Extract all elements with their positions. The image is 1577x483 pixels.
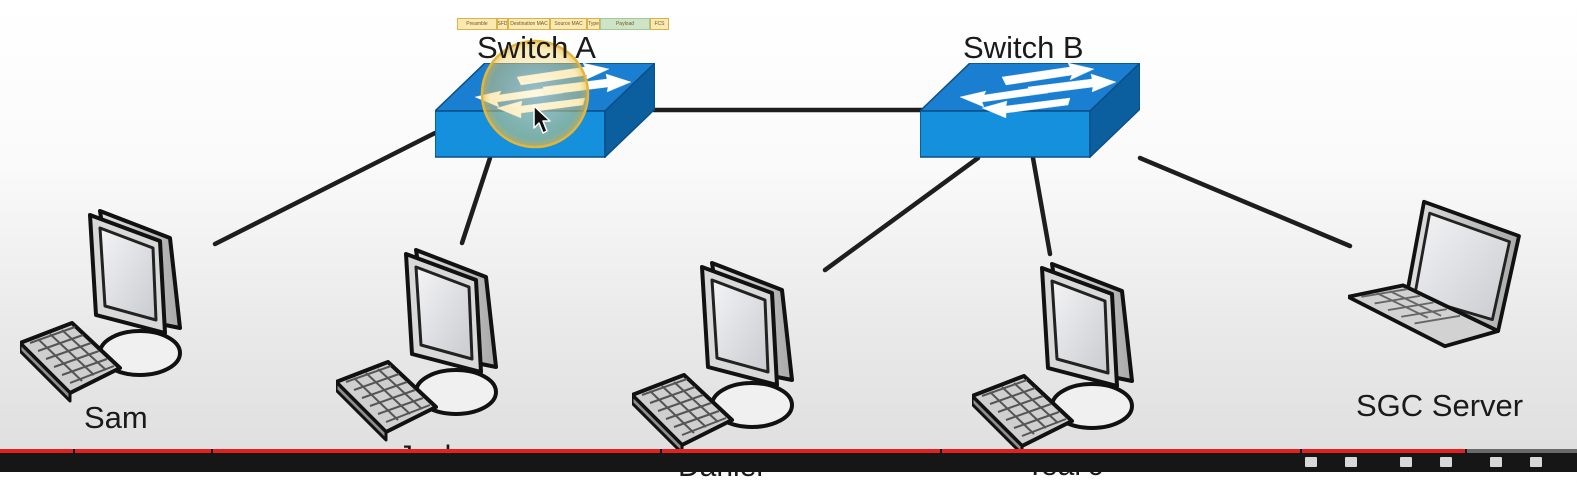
sgc-server-laptop-icon bbox=[1348, 199, 1521, 349]
switch-a-label: Switch A bbox=[477, 30, 596, 65]
frame-field-destination-mac: Destination MAC bbox=[508, 18, 550, 30]
chapter-marker bbox=[660, 449, 662, 453]
video-player-bar bbox=[0, 449, 1577, 472]
cable-jack-switch-a bbox=[459, 155, 493, 246]
cursor-highlight bbox=[480, 39, 590, 149]
tealc-desktop-icon bbox=[972, 262, 1134, 456]
chapter-marker bbox=[1465, 449, 1467, 453]
diagram-canvas bbox=[20, 39, 1521, 456]
switch-b-icon bbox=[920, 63, 1140, 158]
jack-desktop-icon bbox=[336, 248, 498, 442]
sam-label: Sam bbox=[84, 400, 148, 435]
sgc-server-label: SGC Server bbox=[1356, 388, 1524, 423]
settings-icon[interactable] bbox=[1345, 457, 1357, 467]
chapter-marker bbox=[73, 449, 75, 453]
frame-field-payload: Payload bbox=[600, 18, 650, 30]
frame-field-sfd: SFD bbox=[497, 18, 508, 30]
cable-daniel-switch-b bbox=[822, 155, 981, 273]
cable-tealc-switch-b bbox=[1030, 155, 1053, 257]
sam-desktop-icon bbox=[20, 209, 182, 403]
subtitles-icon[interactable] bbox=[1305, 457, 1317, 467]
miniplayer-icon[interactable] bbox=[1400, 457, 1412, 467]
switch-b-label: Switch B bbox=[963, 30, 1084, 65]
chapter-marker bbox=[940, 449, 942, 453]
progress-fill bbox=[0, 449, 1467, 453]
cast-icon[interactable] bbox=[1490, 457, 1502, 467]
progress-bar[interactable] bbox=[0, 449, 1577, 453]
frame-field-fcs: FCS bbox=[650, 18, 669, 30]
theater-mode-icon[interactable] bbox=[1440, 457, 1452, 467]
network-diagram: Preamble SFD Destination MAC Source MAC … bbox=[20, 18, 1524, 482]
frame-field-preamble: Preamble bbox=[457, 18, 497, 30]
cables bbox=[212, 107, 1353, 273]
daniel-desktop-icon bbox=[632, 261, 794, 455]
frame-field-type: Type bbox=[587, 18, 600, 30]
cable-sam-switch-a bbox=[212, 130, 438, 247]
chapter-marker bbox=[1300, 449, 1302, 453]
frame-field-source-mac: Source MAC bbox=[550, 18, 587, 30]
chapter-marker bbox=[211, 449, 213, 453]
cable-server-switch-b bbox=[1137, 155, 1353, 249]
fullscreen-icon[interactable] bbox=[1530, 457, 1542, 467]
mouse-pointer-icon bbox=[533, 105, 551, 134]
